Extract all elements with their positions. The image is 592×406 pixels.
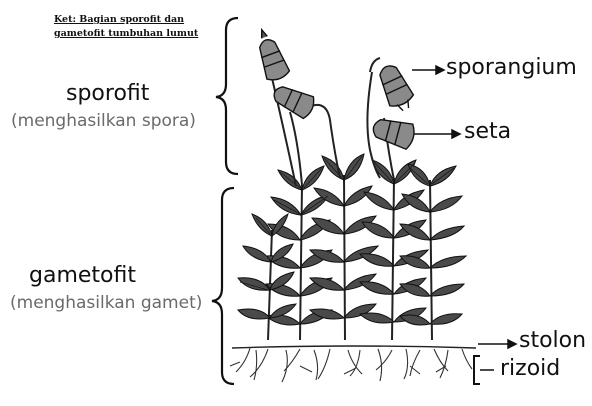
- stolon-line: [231, 345, 477, 349]
- seta-label: seta: [464, 119, 512, 144]
- diagram-caption: Ket: Bagian sporofit dan gametofit tumbu…: [54, 13, 198, 41]
- stolon-label: stolon: [519, 328, 587, 353]
- sporangium-label: sporangium: [446, 55, 577, 80]
- gametofit-brace: [211, 186, 235, 386]
- caption-line-2: gametofit tumbuhan lumut: [54, 28, 199, 39]
- gametofit-note: (menghasilkan gamet): [10, 293, 203, 313]
- gametofit-label: gametofit: [29, 263, 136, 288]
- rizoid-bracket: [473, 355, 480, 385]
- caption-line-1: Ket: Bagian sporofit dan: [54, 14, 185, 25]
- sporangia: [258, 27, 415, 151]
- sporofit-brace: [215, 16, 239, 176]
- rizoid-label: rizoid: [500, 356, 561, 381]
- rhizoids: [229, 347, 473, 383]
- sporofit-note: (menghasilkan spora): [11, 111, 196, 131]
- sporofit-label: sporofit: [66, 81, 150, 106]
- pointer-arrows: [412, 64, 518, 371]
- gametophyte-leaves: [237, 153, 468, 341]
